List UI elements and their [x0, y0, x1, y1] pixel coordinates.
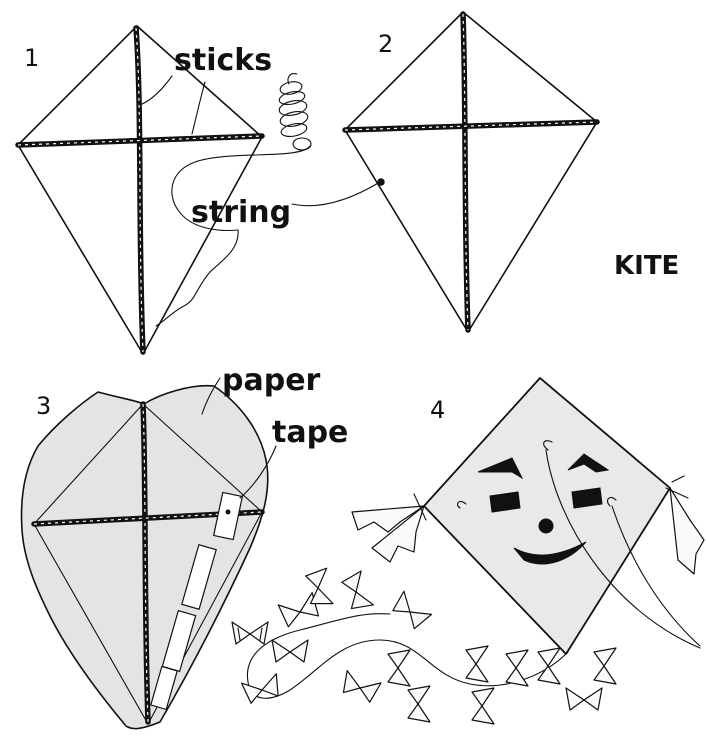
tail-bow — [272, 640, 308, 662]
tail-bow — [232, 622, 268, 644]
side-bow-left — [352, 494, 426, 562]
kite-body-4 — [424, 378, 670, 654]
right-eye — [572, 488, 602, 508]
tail-bow — [340, 671, 381, 704]
paper-label: paper — [222, 363, 321, 398]
string-pointer — [292, 182, 380, 206]
side-bow-right — [666, 476, 704, 574]
tape-label: tape — [272, 415, 348, 450]
string-knot — [378, 179, 384, 185]
kite-nose — [539, 519, 553, 533]
kite-outline-2 — [345, 12, 597, 332]
step-2-panel: 2 — [292, 12, 597, 332]
tail-bow — [466, 646, 488, 682]
tail-bow — [340, 571, 373, 612]
tail-string-loop — [247, 614, 390, 690]
string-label: string — [191, 195, 291, 230]
tail-bow — [594, 648, 616, 684]
tail-bow — [388, 650, 410, 686]
vertical-stick-2 — [463, 14, 468, 330]
step-4-number: 4 — [430, 396, 445, 424]
loose-string — [156, 146, 310, 326]
tail-bow — [538, 648, 560, 684]
sticks-pointer-horizontal — [192, 82, 205, 134]
tail-bow — [408, 686, 430, 722]
sticks-pointer-vertical — [140, 76, 172, 105]
tail-bow — [390, 591, 432, 631]
step-1-panel: 1 sticks string — [18, 26, 311, 354]
step-1-number: 1 — [24, 44, 39, 72]
step-2-number: 2 — [378, 30, 393, 58]
step-3-number: 3 — [36, 392, 51, 420]
tail-bow — [566, 688, 602, 710]
tail-bow — [472, 688, 494, 724]
step-3-panel: 3 paper tape — [22, 363, 349, 729]
tail-bow — [506, 650, 528, 686]
string-coil — [278, 74, 311, 150]
sticks-label: sticks — [174, 43, 272, 78]
page-title: KITE — [614, 251, 679, 281]
left-eye — [490, 492, 520, 512]
